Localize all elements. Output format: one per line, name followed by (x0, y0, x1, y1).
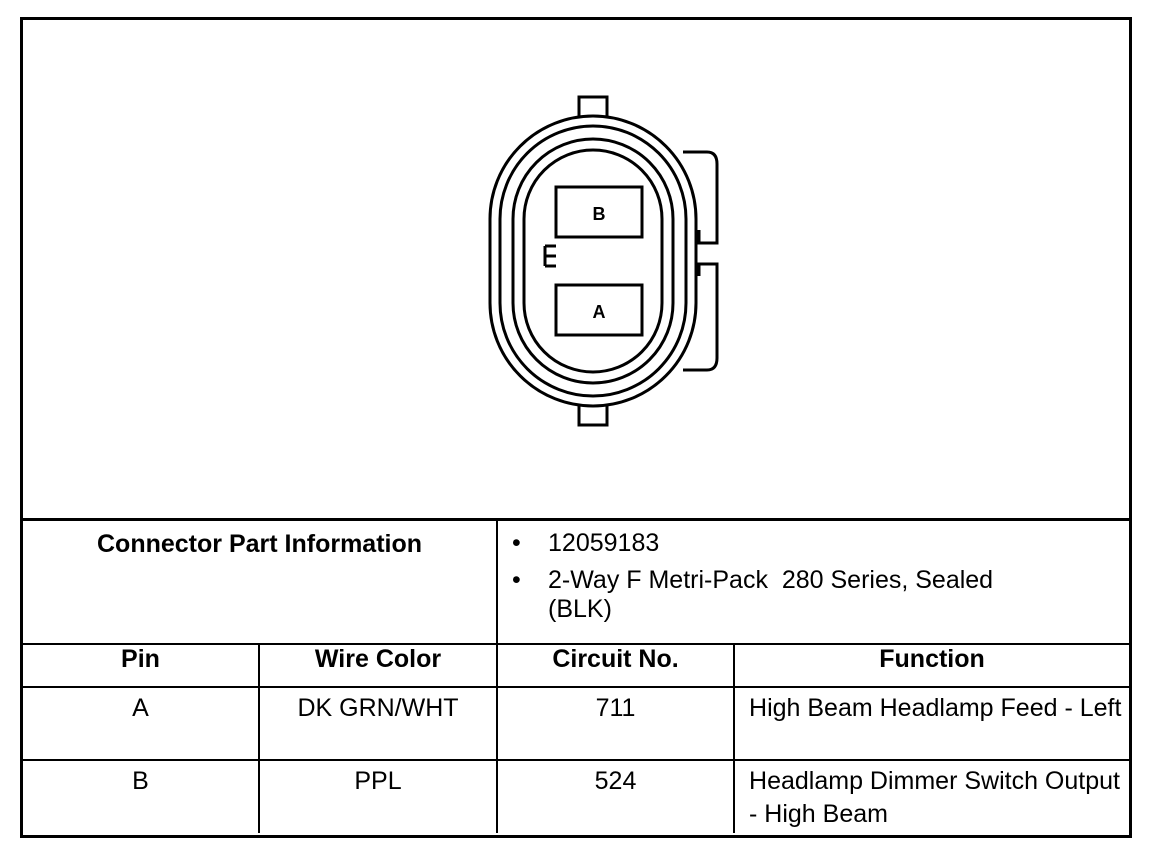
wire-color-cell: PPL (257, 758, 499, 833)
circuit-cell: 524 (496, 758, 736, 833)
upper-lock-arm (683, 150, 719, 245)
connector-diagram: B A (23, 20, 1129, 518)
header-function: Function (733, 642, 1130, 688)
lower-lock-arm (683, 262, 719, 372)
connector-face-drawing: B A (488, 95, 719, 427)
connector-sheet: B A Connector Part Information • 1205918… (20, 17, 1132, 838)
part-info-label: Connector Part Information (23, 518, 499, 645)
wire-color-cell: DK GRN/WHT (257, 685, 499, 761)
table-row: B PPL 524 Headlamp Dimmer Switch Output … (23, 758, 1130, 833)
polarizing-key (543, 244, 556, 268)
part-number: 12059183 (548, 529, 660, 557)
bottom-latch-tab (577, 403, 609, 427)
pin-cell: A (23, 685, 260, 761)
connector-seal-ring (498, 124, 688, 398)
pin-a-cavity (554, 283, 644, 337)
part-number-item: • 12059183 (510, 529, 1117, 558)
circuit-cell: 711 (496, 685, 736, 761)
pin-b-label: B (593, 204, 606, 224)
pin-b-cavity (554, 185, 644, 239)
connector-info-table: Connector Part Information • 12059183 • … (23, 518, 1130, 833)
header-pin: Pin (23, 642, 260, 688)
pin-cell: B (23, 758, 260, 833)
connector-inner-wall (511, 137, 675, 385)
pin-a-label: A (593, 302, 606, 322)
header-wire-color: Wire Color (257, 642, 499, 688)
header-circuit: Circuit No. (496, 642, 736, 688)
bullet-icon: • (512, 566, 521, 594)
part-description: 2-Way F Metri-Pack 280 Series, Sealed (B… (548, 566, 1001, 623)
table-row: A DK GRN/WHT 711 High Beam Headlamp Feed… (23, 685, 1130, 761)
part-info-values: • 12059183 • 2-Way F Metri-Pack 280 Seri… (496, 518, 1130, 645)
connector-outer-shell (488, 114, 698, 408)
table-header-row: Pin Wire Color Circuit No. Function (23, 642, 1130, 688)
function-cell: High Beam Headlamp Feed - Left (733, 685, 1130, 761)
part-description-item: • 2-Way F Metri-Pack 280 Series, Sealed … (510, 566, 1117, 624)
top-latch-tab (577, 95, 609, 119)
part-info-row: Connector Part Information • 12059183 • … (23, 518, 1130, 645)
cavity-outline (522, 148, 664, 374)
bullet-icon: • (512, 529, 521, 557)
function-cell: Headlamp Dimmer Switch Output - High Bea… (733, 758, 1130, 833)
